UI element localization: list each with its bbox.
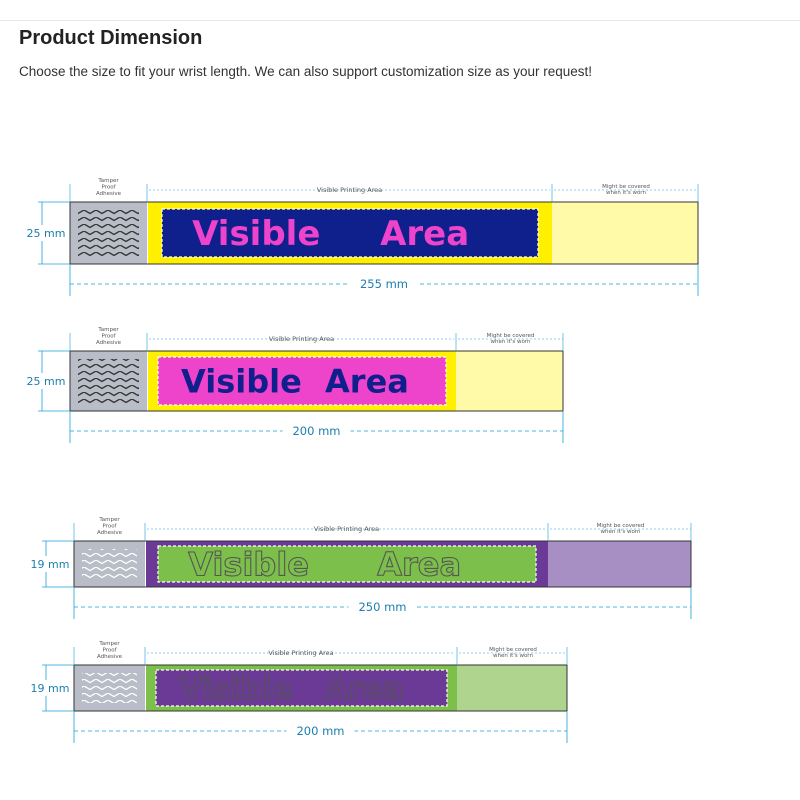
tamper-proof-label: Adhesive [97,530,123,536]
adhesive-chevron-pattern [78,210,139,256]
width-label-bg [286,723,355,739]
height-label: 19 mm [31,682,70,695]
covered-label: when it's worn [601,529,641,535]
tamper-proof-label: Proof [102,524,117,530]
band-text-area: Area [325,363,409,401]
band-outline [73,664,568,712]
height-label: 19 mm [31,558,70,571]
height-label-bg [28,680,72,696]
tamper-proof-label: Adhesive [96,191,122,197]
band-tail [456,351,563,411]
width-label-bg [282,423,351,439]
visible-printing-area-label: Visible Printing Area [314,525,379,533]
band-text-visible: Visible [181,363,302,401]
covered-label: when it's worn [493,653,533,659]
tamper-proof-label: Adhesive [97,654,123,660]
adhesive-chevron-pattern [82,549,137,579]
covered-label: Might be covered [597,523,645,529]
adhesive-chevron-pattern [82,673,137,703]
band-text-area: Area [325,672,404,707]
height-label: 25 mm [27,227,66,240]
print-area [157,356,447,406]
tamper-proof-label: Adhesive [96,340,122,346]
height-label-bg [24,225,68,241]
covered-label: Might be covered [487,333,535,339]
top-divider [0,20,800,21]
print-area [161,208,539,258]
width-label-bg [350,276,418,292]
band-outline [69,350,564,412]
tamper-proof-label: Tamper [97,327,119,333]
tamper-proof-label: Tamper [97,178,119,184]
page-subtitle: Choose the size to fit your wrist length… [19,64,593,79]
band-outline [69,201,699,265]
width-label: 200 mm [296,724,344,738]
width-label: 250 mm [358,600,406,614]
covered-label: Might be covered [489,647,537,653]
print-area [155,669,448,707]
tamper-proof-label: Proof [101,334,116,340]
tamper-proof-label: Proof [101,185,116,191]
visible-printing-area-label: Visible Printing Area [269,335,334,343]
height-label: 25 mm [27,375,66,388]
tamper-proof-label: Tamper [98,517,120,523]
band-text-area: Area [380,214,469,254]
height-label-bg [28,556,72,572]
covered-label: when it's worn [491,339,531,345]
covered-label: when it's worn [606,190,646,196]
visible-printing-area-label: Visible Printing Area [317,186,382,194]
adhesive-chevron-pattern [78,359,139,403]
band-outline [73,540,692,588]
width-label: 200 mm [292,424,340,438]
tamper-proof-label: Proof [102,648,117,654]
band-tail [552,202,698,264]
band-text-area: Area [377,546,461,584]
band-text-visible: Visible [192,214,320,254]
height-label-bg [24,373,68,389]
band-text-visible: Visible [179,672,292,707]
width-label: 255 mm [360,277,408,291]
visible-printing-area-label: Visible Printing Area [268,649,333,657]
tamper-proof-label: Tamper [98,641,120,647]
covered-label: Might be covered [602,184,650,190]
band-tail [457,665,567,711]
band-tail [548,541,691,587]
page-title: Product Dimension [19,27,203,49]
print-area [157,545,537,583]
width-label-bg [348,599,417,615]
band-text-visible: Visible [188,546,309,584]
